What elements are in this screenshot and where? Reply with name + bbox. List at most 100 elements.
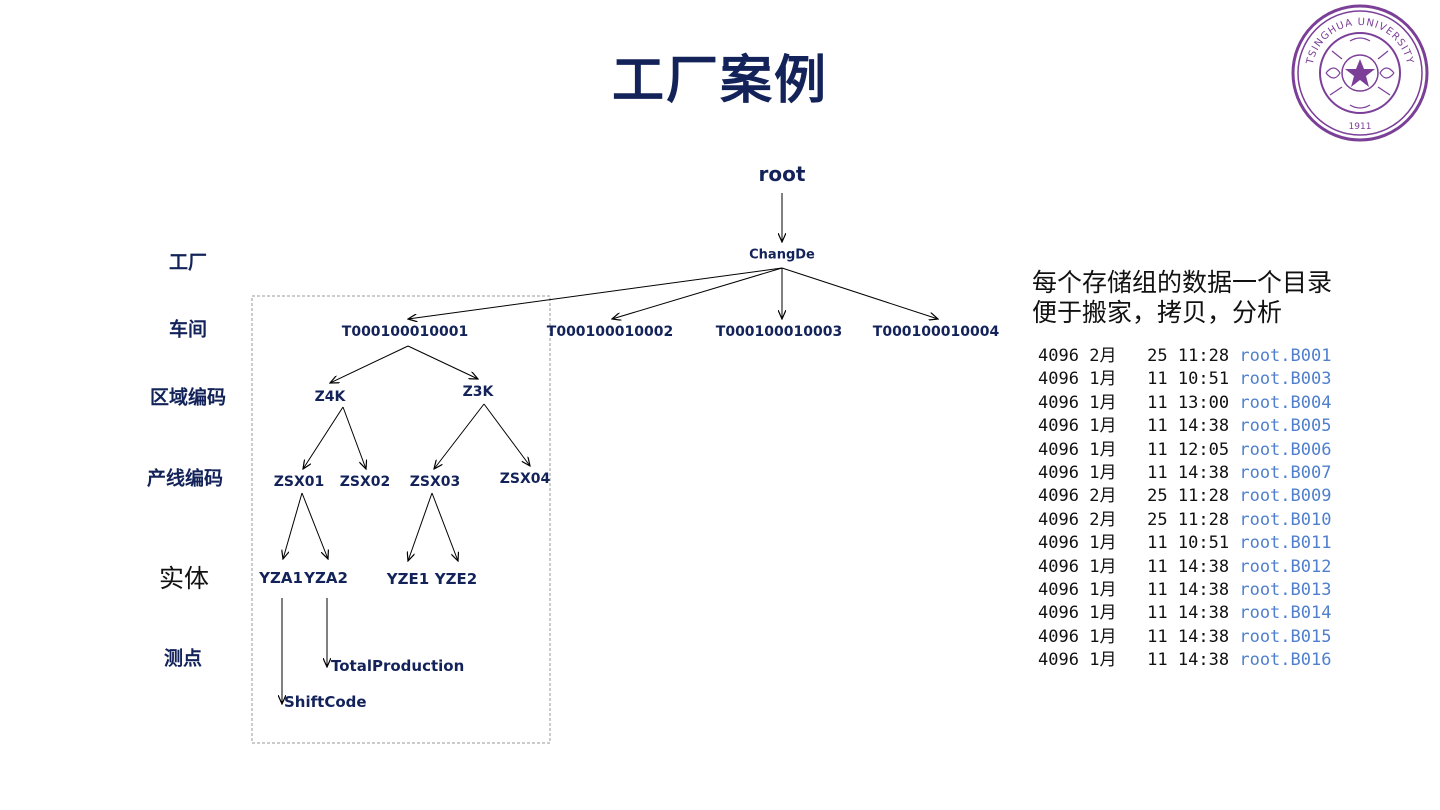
listing-name: root.B001 <box>1239 346 1332 366</box>
listing-size: 4096 <box>1038 533 1079 554</box>
listing-day: 11 <box>1147 556 1168 577</box>
tree-node-workshop: T000100010002 <box>546 324 674 340</box>
tree-node-point: ShiftCode <box>284 693 367 711</box>
listing-name: root.B005 <box>1239 416 1332 437</box>
listing-day: 11 <box>1147 580 1168 601</box>
listing-name: root.B010 <box>1239 509 1332 530</box>
listing-month: 2月 <box>1089 486 1117 507</box>
level-label-point: 测点 <box>163 647 203 670</box>
listing-time: 14:38 <box>1177 463 1230 484</box>
listing-day: 25 <box>1147 346 1168 366</box>
edge-z4k-zsx02 <box>342 406 366 469</box>
listing-row: 4096 2月 25 11:28 root.B010 <box>1038 509 1331 532</box>
tree-node-factory: ChangDe <box>749 247 815 263</box>
listing-time: 14:38 <box>1177 603 1230 624</box>
listing-month: 1月 <box>1089 580 1117 601</box>
listing-day: 11 <box>1147 603 1168 624</box>
listing-time: 14:38 <box>1177 580 1230 601</box>
listing-name: root.B013 <box>1239 580 1332 601</box>
listing-month: 1月 <box>1089 603 1117 624</box>
listing-size: 4096 <box>1038 509 1079 530</box>
listing-month: 1月 <box>1089 463 1117 484</box>
tree-node-point: TotalProduction <box>331 657 465 675</box>
listing-month: 1月 <box>1089 392 1117 413</box>
listing-size: 4096 <box>1038 626 1079 647</box>
listing-size: 4096 <box>1038 392 1079 413</box>
tree-node-workshop: T000100010003 <box>715 324 843 340</box>
listing-name: root.B016 <box>1239 650 1332 671</box>
edge-factory-ws4 <box>781 267 938 319</box>
listing-row: 4096 1月 11 14:38 root.B012 <box>1038 556 1331 579</box>
listing-name: root.B015 <box>1239 626 1332 647</box>
edge-zsx01-yza1 <box>283 492 303 559</box>
level-label-entity: 实体 <box>158 564 210 593</box>
listing-time: 14:38 <box>1177 416 1230 437</box>
listing-size: 4096 <box>1038 603 1079 624</box>
seal-year: 1911 <box>1349 122 1372 132</box>
listing-time: 13:00 <box>1177 392 1230 413</box>
listing-size: 4096 <box>1038 439 1079 460</box>
listing-size: 4096 <box>1038 463 1079 484</box>
listing-row: 4096 1月 11 14:38 root.B013 <box>1038 579 1331 602</box>
listing-month: 1月 <box>1089 626 1117 647</box>
edge-z4k-zsx01 <box>303 406 344 469</box>
listing-size: 4096 <box>1038 580 1079 601</box>
edge-ws1-z3k <box>407 345 478 379</box>
listing-row: 4096 1月 11 14:38 root.B016 <box>1038 649 1331 672</box>
listing-time: 10:51 <box>1177 369 1230 390</box>
listing-day: 11 <box>1147 626 1168 647</box>
listing-row: 4096 1月 11 10:51 root.B011 <box>1038 532 1331 555</box>
tree-node-entity: YZA2 <box>304 569 348 587</box>
listing-day: 11 <box>1147 463 1168 484</box>
listing-day: 11 <box>1147 439 1168 460</box>
listing-time: 14:38 <box>1177 650 1230 671</box>
listing-name: root.B009 <box>1239 486 1332 507</box>
listing-name: root.B004 <box>1239 392 1332 413</box>
page-title: 工厂案例 <box>611 51 828 111</box>
tree-node-line: ZSX01 <box>273 474 325 490</box>
level-label-workshop: 车间 <box>168 318 208 341</box>
tree-node-line: ZSX04 <box>499 471 551 487</box>
listing-day: 25 <box>1147 509 1168 530</box>
listing-time: 10:51 <box>1177 533 1230 554</box>
highlight-box <box>251 295 551 744</box>
tree-node-area: Z3K <box>462 384 494 400</box>
university-seal-logo: TSINGHUA UNIVERSITY 1911 <box>1291 4 1429 142</box>
edge-ws1-z4k <box>330 345 409 383</box>
listing-size: 4096 <box>1038 556 1079 577</box>
listing-day: 25 <box>1147 486 1168 507</box>
listing-size: 4096 <box>1038 650 1079 671</box>
level-label-factory: 工厂 <box>168 251 208 274</box>
listing-name: root.B007 <box>1239 463 1332 484</box>
tree-node-entity: YZE1 <box>386 570 430 588</box>
listing-size: 4096 <box>1038 416 1079 437</box>
listing-name: root.B003 <box>1239 369 1332 390</box>
listing-name: root.B006 <box>1239 439 1332 460</box>
note-line-2: 便于搬家，拷贝，分析 <box>1032 298 1283 327</box>
listing-name: root.B014 <box>1239 603 1332 624</box>
tree-node-line: ZSX02 <box>339 474 391 490</box>
listing-time: 11:28 <box>1177 509 1230 530</box>
listing-row: 4096 1月 11 10:51 root.B003 <box>1038 368 1331 391</box>
listing-month: 1月 <box>1089 650 1117 671</box>
level-label-line: 产线编码 <box>146 467 224 490</box>
edge-zsx03-yze1 <box>408 492 433 561</box>
edge-z3k-zsx04 <box>483 403 530 466</box>
listing-month: 1月 <box>1089 556 1117 577</box>
edge-z3k-zsx03 <box>434 403 485 469</box>
storage-note: 每个存储组的数据一个目录 便于搬家，拷贝，分析 <box>1032 268 1332 328</box>
listing-month: 1月 <box>1089 416 1117 437</box>
listing-time: 14:38 <box>1177 556 1230 577</box>
listing-row: 4096 1月 11 14:38 root.B014 <box>1038 602 1331 625</box>
listing-month: 1月 <box>1089 369 1117 390</box>
edge-factory-ws2 <box>612 267 783 319</box>
listing-name: root.B011 <box>1239 533 1332 554</box>
edge-factory-ws1 <box>408 267 783 319</box>
listing-day: 11 <box>1147 416 1168 437</box>
listing-month: 1月 <box>1089 439 1117 460</box>
listing-row: 4096 1月 11 14:38 root.B015 <box>1038 626 1331 649</box>
listing-day: 11 <box>1147 369 1168 390</box>
listing-size: 4096 <box>1038 486 1079 507</box>
